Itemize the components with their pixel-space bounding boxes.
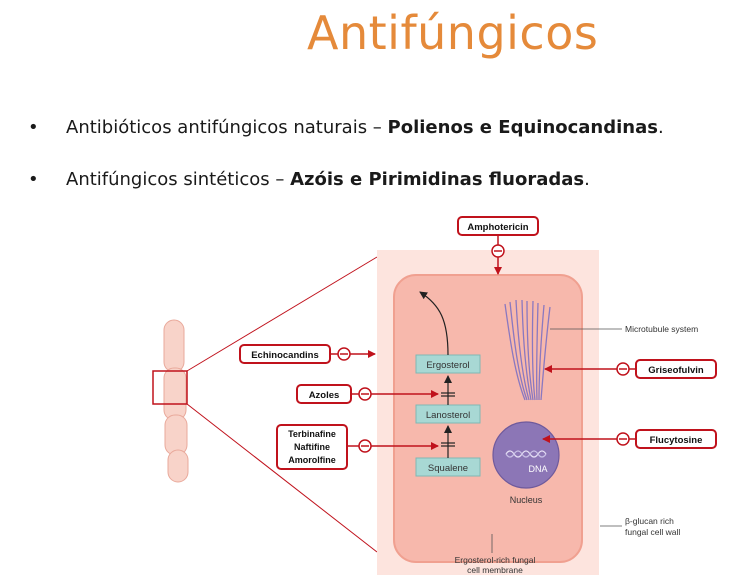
bullet-suffix: . bbox=[584, 169, 590, 190]
membrane-label-1: Ergosterol-rich fungal bbox=[455, 555, 536, 565]
nucleus bbox=[492, 421, 560, 489]
bullet-suffix: . bbox=[657, 117, 664, 138]
griseofulvin-label: Griseofulvin bbox=[648, 365, 704, 376]
bullet-item-natural: • Antibióticos antifúngicos naturais – Po… bbox=[28, 115, 664, 141]
cell-membrane bbox=[393, 274, 583, 563]
flucytosine-label: Flucytosine bbox=[650, 435, 703, 446]
amphotericin-label: Amphotericin bbox=[467, 222, 528, 233]
dna-helix bbox=[505, 450, 547, 458]
bullet-marker: • bbox=[28, 117, 39, 138]
cell-wall-label-2: fungal cell wall bbox=[625, 527, 680, 537]
naftifine-label: Naftifine bbox=[294, 442, 330, 452]
azoles-label: Azoles bbox=[309, 390, 340, 401]
microtubule-label: Microtubule system bbox=[625, 324, 698, 334]
bullet-bold-text: Polienos e Equinocandinas bbox=[387, 117, 658, 138]
antifungal-mechanism-diagram: Ergosterol Lanosterol Squalene Microtubu… bbox=[152, 216, 717, 575]
echinocandins-label: Echinocandins bbox=[251, 350, 319, 361]
arrow-ergosterol-to-membrane bbox=[419, 291, 449, 356]
cell-wall-label-1: β-glucan rich bbox=[625, 516, 674, 526]
bullet-bold-text: Azóis e Pirimidinas fluoradas bbox=[290, 169, 585, 190]
terbinafine-label: Terbinafine bbox=[288, 429, 336, 439]
slide-title: Antifúngicos bbox=[307, 6, 599, 60]
squalene-label: Squalene bbox=[428, 463, 468, 474]
ergosterol-label: Ergosterol bbox=[426, 360, 469, 371]
bullet-marker: • bbox=[28, 169, 39, 190]
zoom-line-bottom bbox=[186, 403, 378, 553]
zoom-line-top bbox=[186, 256, 378, 372]
bullet-text: Antibióticos antifúngicos naturais – bbox=[66, 117, 388, 138]
dna-label: DNA bbox=[528, 464, 547, 474]
zoom-box bbox=[152, 370, 188, 405]
fungal-hypha bbox=[152, 319, 189, 483]
bullet-list: • Antibióticos antifúngicos naturais – Po… bbox=[28, 115, 664, 219]
bullet-text: Antifúngicos sintéticos – bbox=[66, 169, 291, 190]
allylamines-box bbox=[276, 424, 348, 470]
microtubule-system bbox=[504, 299, 551, 401]
bullet-item-synthetic: • Antifúngicos sintéticos – Azóis e Pirim… bbox=[28, 167, 664, 193]
lanosterol-label: Lanosterol bbox=[426, 410, 470, 421]
membrane-label-2: cell membrane bbox=[467, 565, 523, 575]
amorolfine-label: Amorolfine bbox=[288, 455, 336, 465]
nucleus-label: Nucleus bbox=[510, 495, 543, 505]
